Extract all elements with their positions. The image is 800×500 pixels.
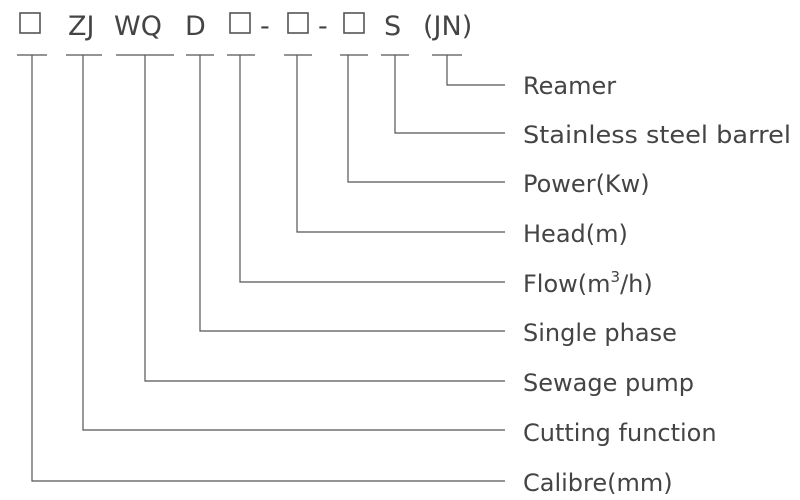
labels: Reamer Stainless steel barrel Power(Kw) … (523, 72, 791, 497)
code-dash-1: - (260, 11, 270, 42)
label-cutting-function: Cutting function (523, 419, 717, 447)
leader-head (296, 55, 505, 233)
power-slot-box (343, 12, 365, 34)
label-single-phase: Single phase (523, 319, 677, 347)
label-reamer: Reamer (523, 72, 616, 100)
leader-calibre (31, 55, 505, 482)
flow-slot-box (229, 12, 251, 34)
code-wq: WQ (114, 11, 162, 42)
calibre-slot-box (19, 12, 41, 34)
model-code: ZJ WQ D - - S (JN) (19, 11, 472, 42)
code-jn: (JN) (423, 11, 472, 42)
leader-reamer (446, 55, 505, 86)
leader-cutting-function (82, 55, 505, 431)
leader-single-phase (199, 55, 505, 332)
label-sewage-pump: Sewage pump (523, 369, 694, 397)
label-head: Head(m) (523, 220, 628, 248)
label-stainless-steel-barrel: Stainless steel barrel (523, 121, 791, 149)
label-calibre: Calibre(mm) (523, 469, 673, 497)
label-flow-suffix: /h) (620, 270, 653, 298)
code-d: D (185, 11, 206, 42)
label-flow-superscript: 3 (611, 268, 621, 286)
leader-lines (31, 55, 505, 482)
leader-stainless (394, 55, 505, 134)
leader-flow (239, 55, 505, 283)
code-dash-2: - (318, 11, 328, 42)
label-flow-prefix: Flow(m (523, 270, 611, 298)
code-s: S (384, 11, 401, 42)
label-power: Power(Kw) (523, 170, 650, 198)
leader-sewage-pump (144, 55, 505, 382)
head-slot-box (287, 12, 309, 34)
label-flow: Flow(m3/h) (523, 268, 653, 298)
code-zj: ZJ (68, 11, 94, 42)
leader-power (347, 55, 505, 183)
